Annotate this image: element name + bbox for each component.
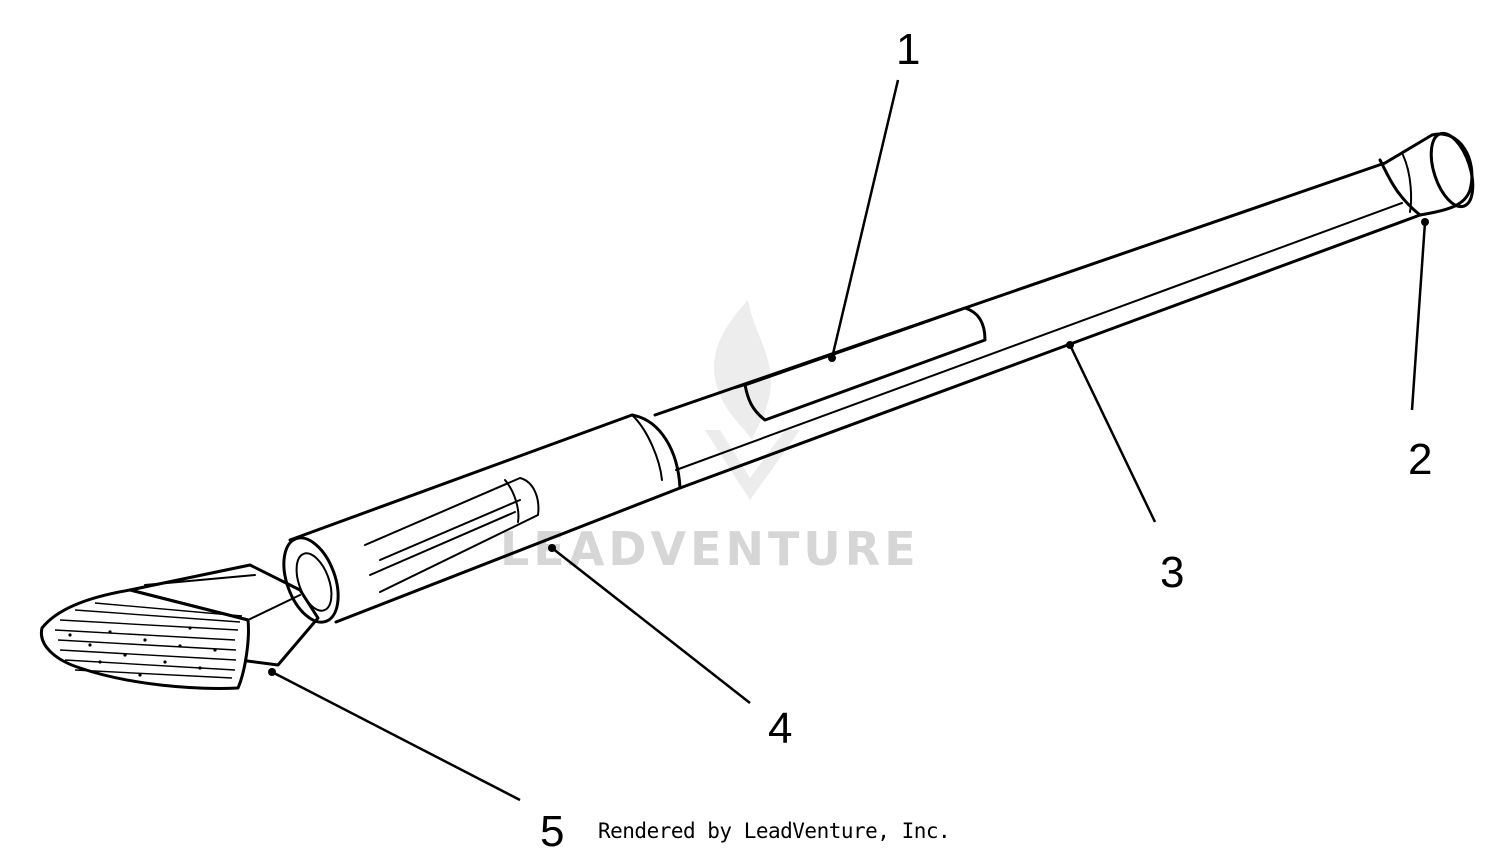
leader-line-5: [271, 670, 521, 802]
credit-text: Rendered by LeadVenture, Inc.: [598, 819, 950, 843]
main-tube: [653, 161, 1422, 490]
watermark-logo-icon: [705, 300, 800, 500]
leader-line-3: [1068, 344, 1157, 523]
leader-dot-3: [1066, 341, 1074, 349]
brush-texture: [68, 626, 217, 677]
leader-line-1: [830, 79, 900, 359]
leader-dot-5: [268, 668, 276, 676]
leader-dot-4: [548, 544, 556, 552]
brush-head: [39, 563, 320, 690]
assembly-drawing: [39, 131, 1475, 690]
callout-5: 5: [540, 807, 564, 856]
callout-labels: 1 2 3 4 5: [540, 25, 1432, 856]
grip-handle: [282, 413, 682, 624]
callout-1: 1: [896, 25, 920, 74]
leader-line-2: [1410, 221, 1427, 411]
callout-4: 4: [768, 704, 792, 753]
watermark-text: LEADVENTURE: [500, 522, 920, 576]
callout-3: 3: [1160, 548, 1184, 597]
brush-bristles: [54, 602, 243, 679]
leader-dot-2: [1421, 218, 1429, 226]
callout-2: 2: [1408, 435, 1432, 484]
end-cap: [1378, 131, 1475, 217]
leader-lines: [268, 79, 1429, 802]
label-decal: [734, 306, 987, 422]
leader-dot-1: [828, 354, 836, 362]
leader-line-4: [551, 547, 751, 704]
